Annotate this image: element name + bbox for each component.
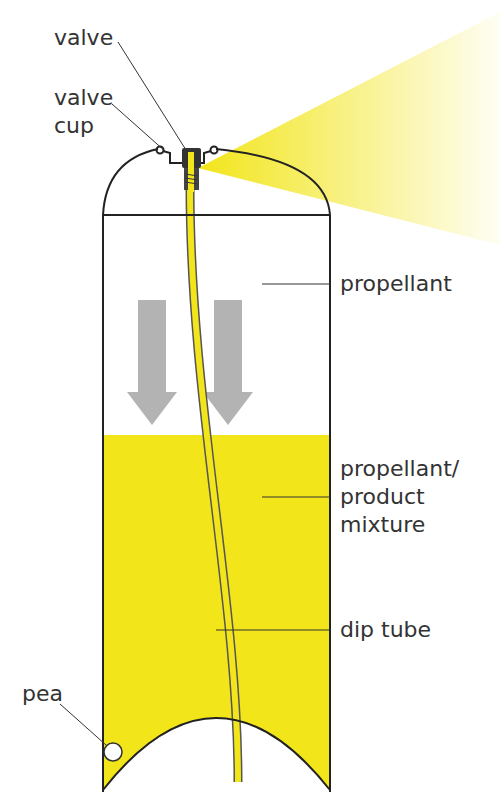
valve-stem (188, 152, 194, 192)
pressure-arrow (127, 300, 177, 425)
can-outline (103, 149, 330, 792)
dip-tube (190, 186, 238, 782)
spray-cone (198, 12, 500, 245)
part-label: valve (54, 24, 154, 52)
part-label: dip tube (340, 616, 490, 644)
part-label: propellant/ product mixture (340, 455, 480, 539)
pea-ball (104, 743, 122, 761)
part-label: propellant (340, 270, 490, 298)
valve-spring (185, 174, 198, 184)
dip-tube-inner (190, 186, 238, 782)
part-label: pea (22, 680, 82, 708)
pressure-arrow (203, 300, 253, 425)
part-label: valve cup (54, 84, 134, 140)
leader-lines (60, 42, 330, 745)
